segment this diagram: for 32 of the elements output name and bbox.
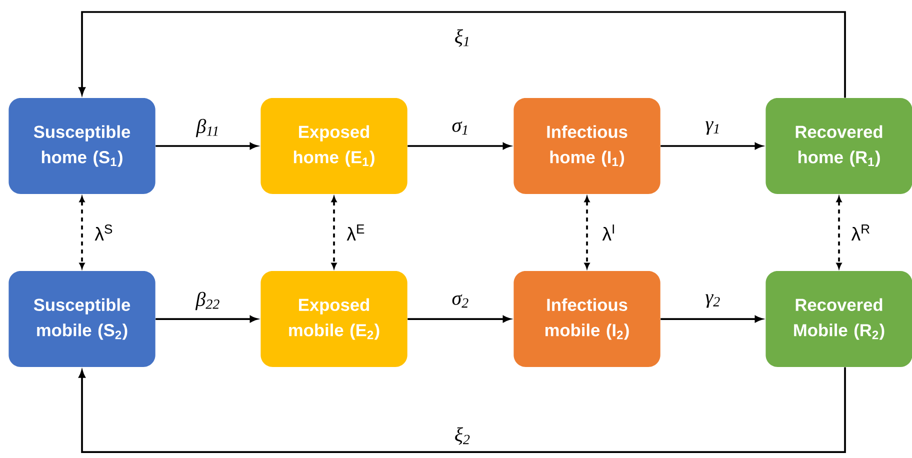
susceptible-box: Susceptible mobile (S$_{2}$) xyxy=(8,271,156,367)
exposed-box: Exposed mobile (E$_{2}$) xyxy=(260,271,408,367)
edge-label: λ$^{I}$ xyxy=(600,223,618,242)
edge-label: ξ$_{1}$ xyxy=(453,28,472,48)
arrow xyxy=(79,196,85,269)
exposed-box: Exposed home (E$_{1}$) xyxy=(260,98,408,194)
edge-label: σ$_{1}$ xyxy=(450,120,471,136)
edge-label: γ$_{2}$ xyxy=(704,292,722,310)
edge-label: λ$^{R}$ xyxy=(850,223,872,242)
edge-label: λ$^{E}$ xyxy=(345,223,367,242)
arrow xyxy=(408,142,510,150)
edge-label: λ$^{S}$ xyxy=(93,223,115,242)
arrow xyxy=(408,316,510,322)
recovered-box: Recovered Mobile (R$_{2}$) xyxy=(766,271,912,367)
arrow xyxy=(78,367,846,453)
edge-label: ξ$_{2}$ xyxy=(453,426,472,446)
arrow xyxy=(660,142,762,150)
arrow xyxy=(156,142,258,150)
edge-label: β$_{22}$ xyxy=(194,290,222,312)
arrow xyxy=(584,196,590,269)
infectious-box: Infectious mobile (I$_{2}$) xyxy=(514,271,660,367)
edge-label: β$_{11}$ xyxy=(194,118,222,138)
infectious-box: Infectious home (I$_{1}$) xyxy=(514,98,660,194)
susceptible-box: Susceptible home (S$_{1}$) xyxy=(8,98,156,194)
arrow xyxy=(660,316,762,322)
recovered-box: Recovered home (R$_{1}$) xyxy=(766,98,912,194)
edge-label: σ$_{2}$ xyxy=(450,293,471,309)
arrow xyxy=(78,11,846,98)
arrow xyxy=(331,196,337,269)
arrow xyxy=(156,316,258,322)
arrow xyxy=(836,196,842,269)
edge-label: γ$_{1}$ xyxy=(704,120,722,136)
